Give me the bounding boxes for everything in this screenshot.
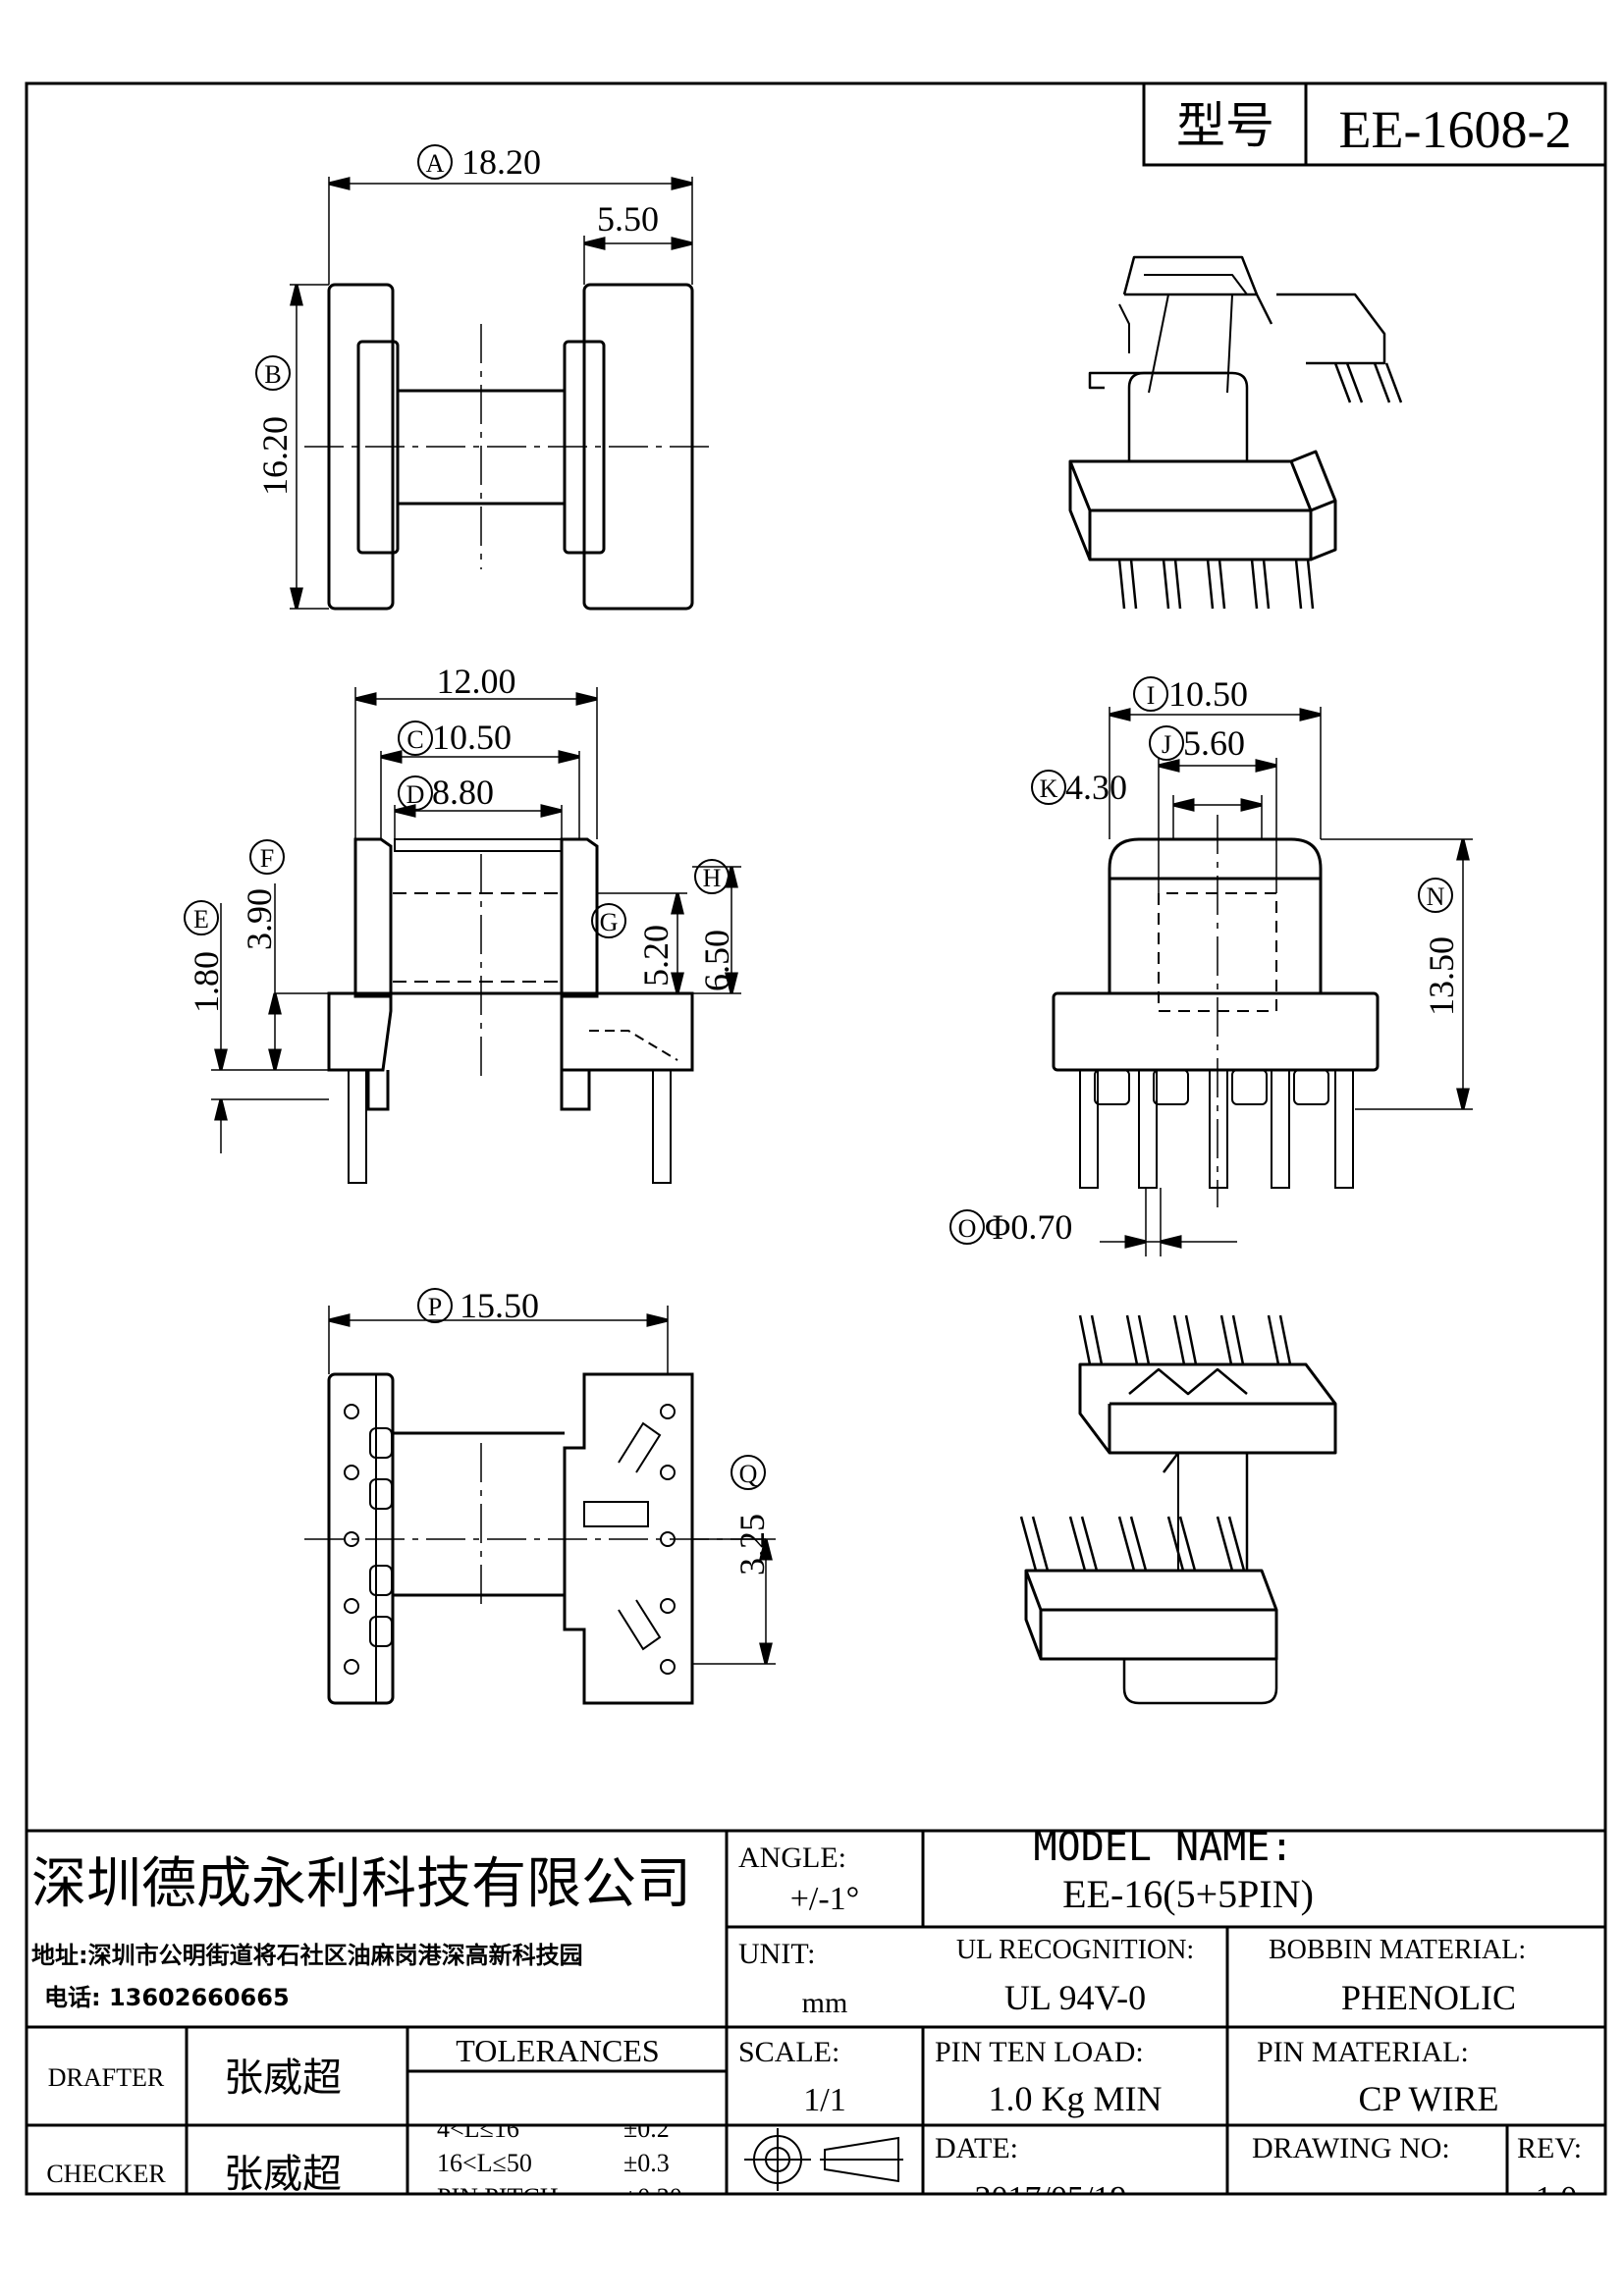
rev-value: 1.0: [1536, 2180, 1578, 2216]
svg-text:C: C: [406, 725, 423, 754]
checker-value: 张威超: [224, 2152, 342, 2197]
svg-text:8.80: 8.80: [432, 773, 494, 812]
scale-value: 1/1: [803, 2082, 845, 2118]
unit-value: mm: [802, 1987, 848, 2019]
svg-text:±0.20: ±0.20: [623, 2183, 682, 2212]
svg-text:10.50: 10.50: [432, 718, 512, 757]
svg-text:3.90: 3.90: [240, 888, 279, 950]
angle-label: ANGLE:: [738, 1842, 846, 1874]
svg-text:16.20: 16.20: [255, 416, 295, 496]
company-phone: 电话: 13602660665: [44, 1984, 290, 2011]
dim-o: O Φ0.70: [949, 1207, 1072, 1247]
date-value: 2017/05/19: [975, 2180, 1127, 2216]
side-view: [1052, 707, 1473, 1256]
unit-label: UNIT:: [738, 1938, 816, 1970]
svg-text:5.20: 5.20: [636, 925, 676, 987]
dim-5-50: 5.50: [597, 199, 659, 239]
dim-j: J 5.60: [1149, 723, 1245, 763]
svg-text:0<L≤4: 0<L≤4: [437, 2080, 507, 2109]
dim-f: F 3.90: [240, 839, 285, 950]
dim-c: C 10.50: [398, 718, 512, 757]
svg-text:G: G: [600, 908, 619, 936]
pin-holes: [344, 1404, 676, 1675]
ul-value: UL 94V-0: [1004, 1978, 1146, 2017]
svg-text:10.50: 10.50: [1168, 674, 1248, 714]
svg-text:I: I: [1147, 681, 1156, 710]
model-name-value: EE-16(5+5PIN): [1062, 1872, 1314, 1916]
projection-symbol: [744, 2128, 903, 2191]
scale-label: SCALE:: [738, 2036, 839, 2068]
svg-text:3.25: 3.25: [732, 1514, 772, 1575]
pin-material-value: CP WIRE: [1358, 2079, 1498, 2118]
model-name-label: MODEL NAME:: [1034, 1825, 1294, 1870]
title-block-grid: [27, 1829, 1605, 2194]
model-box: 型号 EE-1608-2: [1142, 81, 1607, 167]
angle-value: +/-1°: [790, 1881, 860, 1917]
svg-text:±0.1: ±0.1: [623, 2080, 670, 2109]
svg-text:P: P: [428, 1293, 442, 1321]
dim-h: H 6.50: [694, 859, 736, 991]
svg-text:E: E: [193, 905, 209, 934]
svg-text:18.20: 18.20: [461, 142, 541, 182]
dim-a: A 18.20: [417, 142, 541, 182]
svg-text:O: O: [958, 1214, 977, 1243]
dim-g: G 5.20: [591, 903, 676, 987]
svg-text:4<L≤16: 4<L≤16: [437, 2114, 519, 2143]
svg-text:Φ0.70: Φ0.70: [985, 1207, 1072, 1247]
date-label: DATE:: [935, 2132, 1018, 2164]
company-name: 深圳德成永利科技有限公司: [31, 1852, 691, 1916]
ul-label: UL RECOGNITION:: [956, 1935, 1194, 1965]
svg-text:5.60: 5.60: [1183, 723, 1245, 763]
svg-text:PIN PITCH: PIN PITCH: [437, 2183, 559, 2212]
bobbin-material-label: BOBBIN MATERIAL:: [1269, 1935, 1526, 1965]
drafter-value: 张威超: [224, 2056, 342, 2101]
model-label: 型号: [1176, 97, 1274, 154]
dim-12-00: 12.00: [437, 662, 516, 701]
company-address: 地址:深圳市公明街道将石社区油麻岗港深高新科技园: [31, 1942, 583, 1969]
svg-text:J: J: [1162, 730, 1171, 759]
tolerances-label: TOLERANCES: [456, 2033, 659, 2068]
dim-q: Q 3.25: [731, 1455, 772, 1575]
dim-i: I 10.50: [1133, 674, 1248, 714]
svg-text:F: F: [260, 844, 274, 873]
dim-e: E 1.80: [184, 900, 226, 1013]
svg-text:4.30: 4.30: [1065, 768, 1127, 807]
svg-text:D: D: [406, 780, 425, 809]
bobbin-material-value: PHENOLIC: [1341, 1978, 1516, 2017]
rev-label: REV:: [1517, 2132, 1582, 2164]
bottom-view: [304, 1306, 776, 1705]
svg-text:Q: Q: [739, 1460, 758, 1488]
checker-label: CHECKER: [46, 2160, 166, 2188]
svg-text:1.80: 1.80: [187, 951, 226, 1013]
svg-text:16<L≤50: 16<L≤50: [437, 2149, 532, 2177]
svg-text:H: H: [703, 864, 722, 892]
model-value: EE-1608-2: [1339, 100, 1572, 159]
isometric-view-bottom: [1019, 1314, 1337, 1705]
pin-ten-load-label: PIN TEN LOAD:: [935, 2036, 1144, 2068]
front-view: [211, 687, 741, 1184]
drafter-label: DRAFTER: [48, 2063, 165, 2092]
pin-material-label: PIN MATERIAL:: [1257, 2036, 1469, 2068]
svg-text:13.50: 13.50: [1422, 936, 1461, 1016]
svg-text:15.50: 15.50: [460, 1286, 539, 1325]
svg-text:A: A: [426, 149, 445, 178]
drawing-no-label: DRAWING NO:: [1252, 2132, 1450, 2164]
dim-b: B 16.20: [255, 355, 295, 496]
dim-d: D 8.80: [398, 773, 494, 812]
dim-p: P 15.50: [417, 1286, 539, 1325]
svg-text:±0.2: ±0.2: [623, 2114, 670, 2143]
tolerance-table: 0<L≤4 ±0.1 4<L≤16 ±0.2 16<L≤50 ±0.3 PIN …: [437, 2080, 682, 2212]
svg-text:K: K: [1040, 774, 1058, 803]
svg-text:6.50: 6.50: [697, 930, 736, 991]
pin-ten-load-value: 1.0 Kg MIN: [989, 2079, 1163, 2118]
svg-text:N: N: [1427, 882, 1445, 911]
sheet-border: [25, 81, 1607, 2196]
svg-text:±0.3: ±0.3: [623, 2149, 670, 2177]
isometric-view-top: [1068, 255, 1403, 610]
dim-n: N 13.50: [1418, 878, 1461, 1016]
top-view: [290, 177, 717, 611]
svg-text:B: B: [264, 360, 281, 389]
dim-k: K 4.30: [1031, 768, 1127, 807]
